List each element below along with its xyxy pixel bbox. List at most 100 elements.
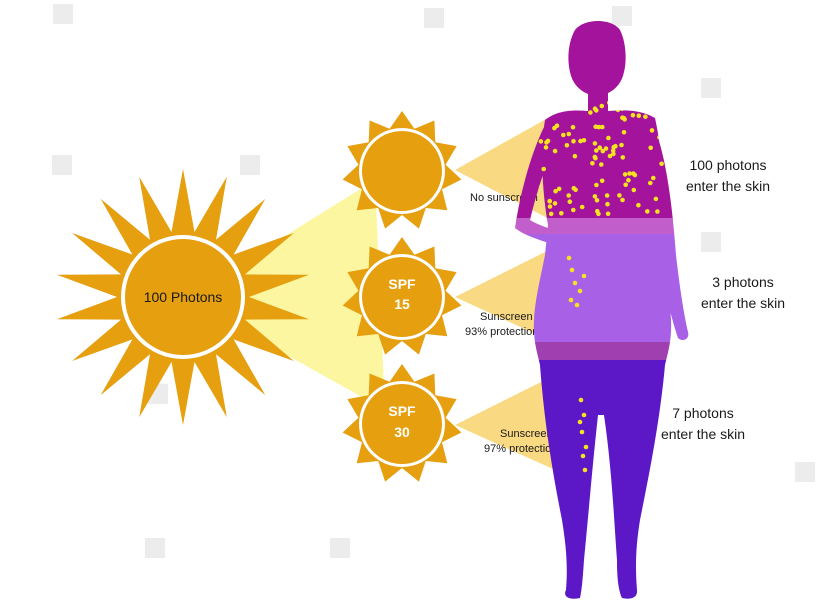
photon-dot <box>548 106 553 111</box>
photon-dot <box>558 98 563 103</box>
photon-dot <box>648 181 653 186</box>
photon-dot <box>593 194 598 199</box>
photon-dot <box>573 154 578 159</box>
photon-dot <box>606 136 611 141</box>
watermark-box <box>701 232 721 252</box>
photon-dot <box>541 167 546 172</box>
photon-dot <box>566 193 571 198</box>
photon-dot <box>553 149 558 154</box>
photon-dot <box>544 145 549 150</box>
photon-dot <box>599 162 604 167</box>
photon-dot <box>616 108 621 113</box>
skin-zone-top <box>500 10 700 220</box>
photon-dot <box>597 125 602 130</box>
photon-dot <box>622 130 627 135</box>
photon-dot <box>560 104 565 109</box>
watermark-box <box>240 155 260 175</box>
spf30-label-line2: 30 <box>394 424 410 440</box>
skin-band-lower <box>500 342 700 360</box>
photon-dot <box>620 198 625 203</box>
photon-dot <box>627 171 632 176</box>
watermark-box <box>701 78 721 98</box>
photon-dot <box>619 143 624 148</box>
photon-dot <box>631 113 636 118</box>
photon-dot <box>622 117 627 122</box>
spf30-label-line1: SPF <box>388 403 416 419</box>
photon-dot <box>567 256 572 261</box>
photon-dot <box>553 201 558 206</box>
photon-dot <box>596 212 601 217</box>
photon-dot <box>623 172 628 177</box>
watermark-box <box>795 462 815 482</box>
photon-dot <box>565 143 570 148</box>
sun-disc <box>362 131 442 211</box>
photon-dot <box>555 123 560 128</box>
result-top-line1: 100 photons <box>689 157 766 173</box>
photon-dot <box>651 176 656 181</box>
photon-dot <box>570 268 575 273</box>
photon-dot <box>643 114 648 119</box>
photon-dot <box>605 202 610 207</box>
photon-dot <box>617 193 622 198</box>
photon-dot <box>620 107 625 112</box>
beam-label-spf30-line2: 97% protection <box>484 443 557 455</box>
photon-dot <box>583 468 588 473</box>
photon-dot <box>650 128 655 133</box>
photon-dot <box>559 211 564 216</box>
photon-dot <box>588 110 593 115</box>
photon-dot <box>548 204 553 209</box>
photon-dot <box>623 183 628 188</box>
beam-label-spf15-line1: Sunscreen <box>480 311 533 323</box>
photon-dot <box>548 100 553 105</box>
photon-dot <box>549 212 554 217</box>
photon-dot <box>601 149 606 154</box>
photon-dot <box>567 132 572 137</box>
photon-dot <box>654 197 659 202</box>
main-sun-label: 100 Photons <box>144 289 223 305</box>
photon-dot <box>657 120 662 125</box>
photon-dot <box>559 102 564 107</box>
photon-dot <box>600 104 605 109</box>
photon-dot <box>580 430 585 435</box>
photon-dot <box>593 155 598 160</box>
watermark-box <box>53 4 73 24</box>
photon-dot <box>569 298 574 303</box>
photon-dot <box>613 144 618 149</box>
photon-dot <box>541 116 546 121</box>
photon-dot <box>561 133 566 138</box>
watermark-box <box>612 6 632 26</box>
photon-dot <box>553 189 558 194</box>
result-low-line1: 7 photons <box>672 405 734 421</box>
photon-dot <box>600 179 605 184</box>
photon-dot <box>578 139 583 144</box>
photon-dot <box>539 139 544 144</box>
photon-dot <box>590 161 595 166</box>
photon-dot <box>584 445 589 450</box>
photon-dot <box>606 212 611 217</box>
result-low-line2: enter the skin <box>661 426 745 442</box>
photon-dot <box>571 208 576 213</box>
beam-label-spf30-line1: Sunscreen <box>500 428 553 440</box>
photon-dot <box>655 209 660 214</box>
watermark-box <box>424 8 444 28</box>
photon-dot <box>621 155 626 160</box>
photon-dot <box>571 139 576 144</box>
photon-dot <box>607 101 612 106</box>
result-mid-line1: 3 photons <box>712 274 774 290</box>
photon-dot <box>648 146 653 151</box>
photon-dot <box>636 203 641 208</box>
photon-dot <box>637 113 642 118</box>
photon-dot <box>582 413 587 418</box>
photon-dot <box>571 125 576 130</box>
photon-dot <box>579 398 584 403</box>
beam-label-spf15-line2: 93% protection <box>465 326 538 338</box>
photon-dot <box>547 199 552 204</box>
photon-dot <box>572 186 577 191</box>
photon-dot <box>573 281 578 286</box>
photon-dot <box>578 420 583 425</box>
photon-dot <box>568 199 573 204</box>
spf15-label-line1: SPF <box>388 276 416 292</box>
photon-dot <box>594 183 599 188</box>
photon-dot <box>593 106 598 111</box>
